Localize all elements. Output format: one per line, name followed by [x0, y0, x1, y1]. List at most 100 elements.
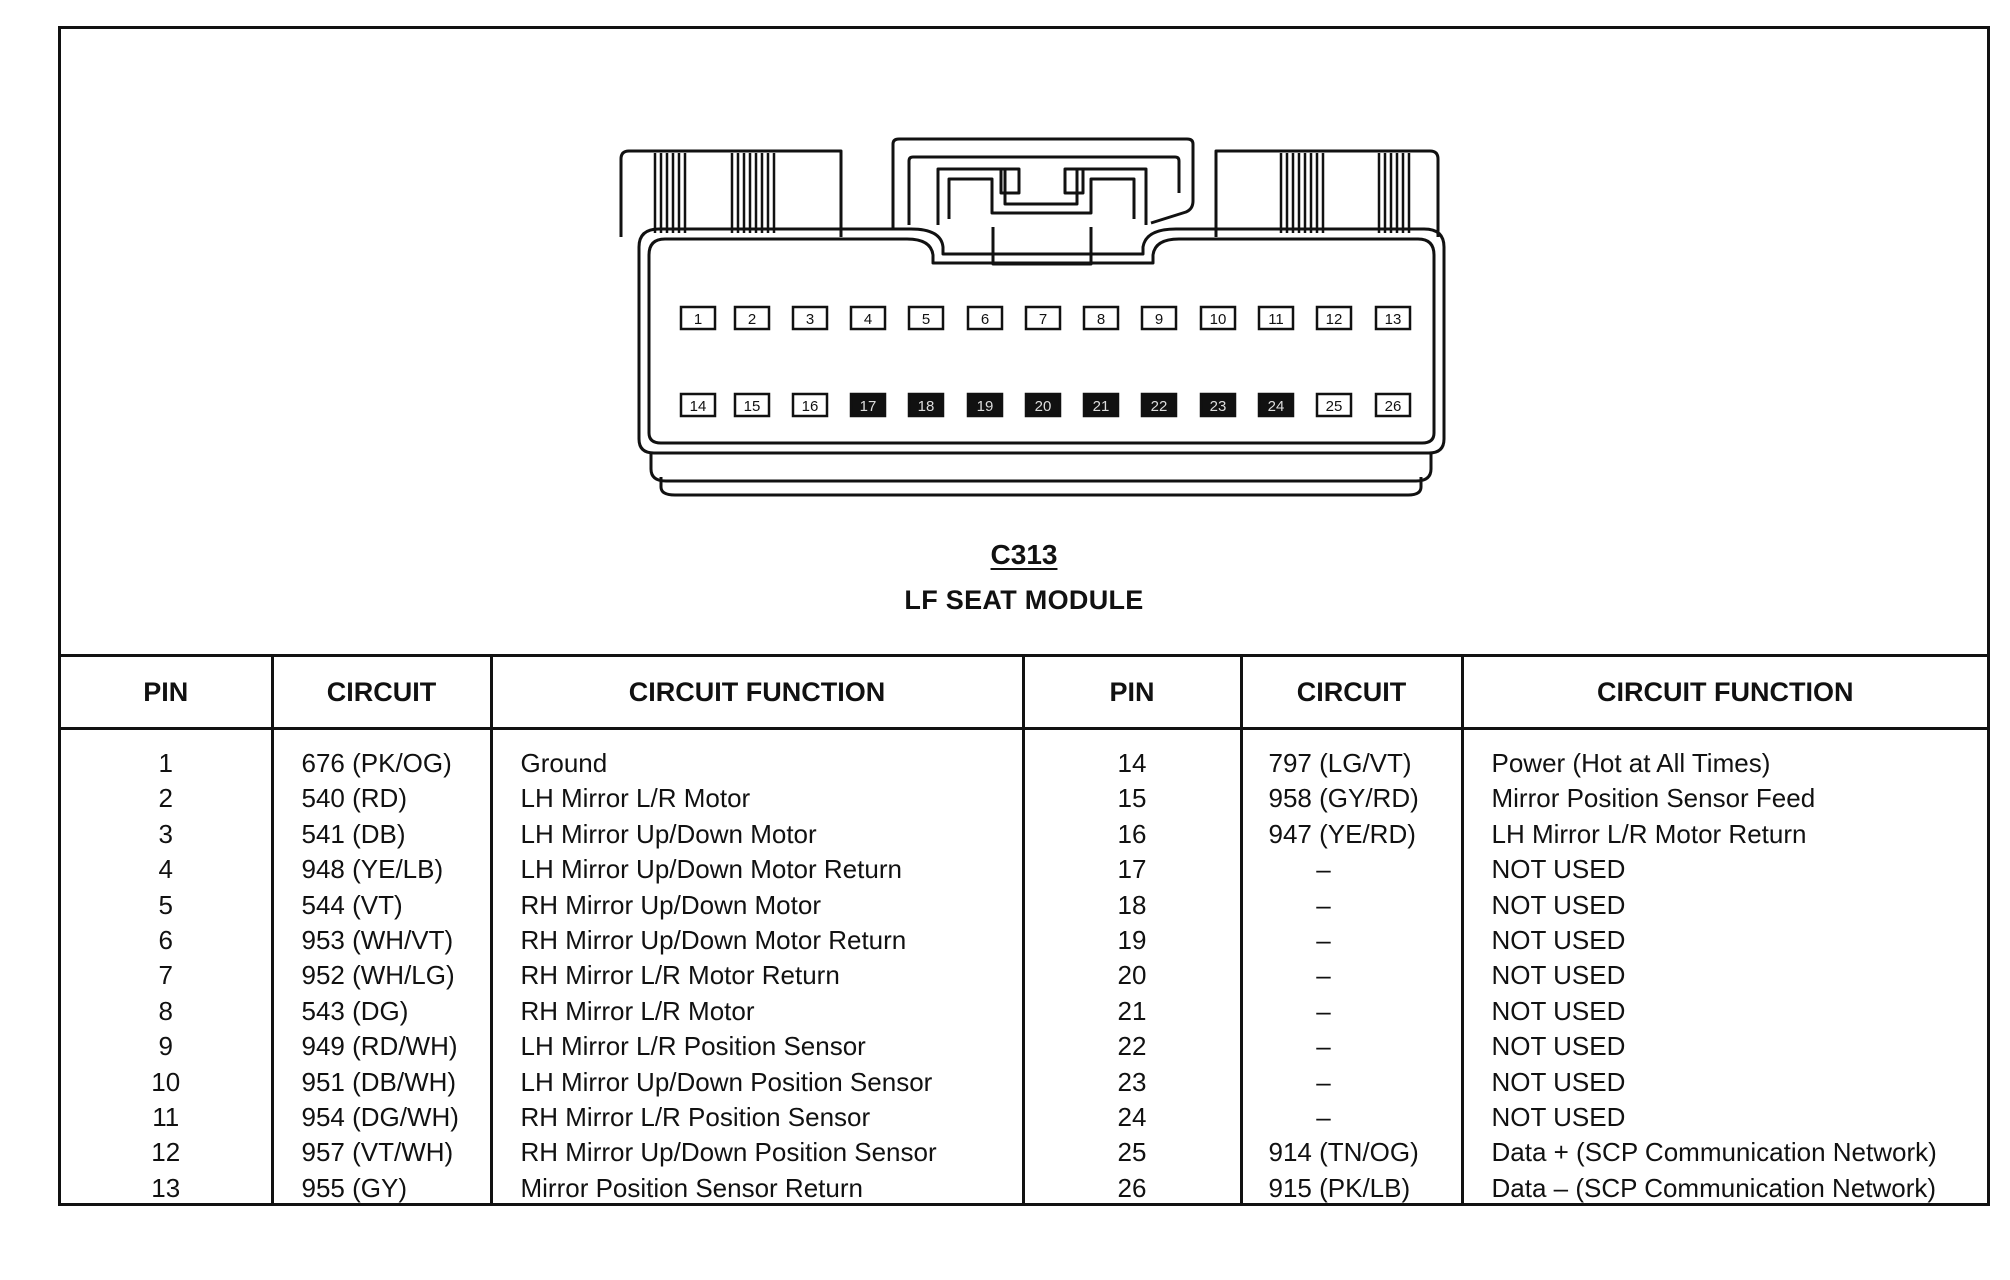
circuit-value: 797 (LG/VT)	[1268, 748, 1412, 778]
pin-value: 9	[158, 1031, 173, 1062]
table-cell-pin: 7	[61, 958, 271, 993]
table-cell-pin: 26	[1025, 1171, 1240, 1206]
pin-box	[966, 392, 1004, 418]
table-cell-circuit: 947 (YE/RD)	[1269, 817, 1461, 852]
function-value: RH Mirror Up/Down Motor	[520, 889, 822, 920]
pin-number: 11	[1268, 311, 1284, 328]
table-cell-function: LH Mirror Up/Down Motor	[521, 817, 1022, 852]
pin-value: 7	[158, 960, 173, 991]
pin-cavity: 25	[1315, 392, 1353, 418]
pin-number: 6	[981, 311, 989, 328]
pin-cavity: 18	[907, 392, 945, 418]
table-cell-pin: 15	[1025, 781, 1240, 816]
function-value: LH Mirror Up/Down Motor	[520, 818, 817, 849]
pin-cavity: 14	[679, 392, 717, 418]
pin-cavity: 11	[1257, 305, 1295, 331]
table-cell-circuit: 957 (VT/WH)	[302, 1135, 490, 1170]
pin-box	[1374, 305, 1412, 331]
pin-number: 8	[1097, 311, 1105, 328]
pin-box	[966, 305, 1004, 331]
table-cell-circuit: 797 (LG/VT)	[1269, 746, 1461, 781]
table-cell-function: Power (Hot at All Times)	[1492, 746, 1988, 781]
table-cell-circuit: 951 (DB/WH)	[302, 1065, 490, 1100]
pin-cavity: 15	[733, 392, 771, 418]
table-cell-function: RH Mirror L/R Motor Return	[521, 958, 1022, 993]
circuit-value: 541 (DB)	[301, 818, 406, 849]
table-cell-function: NOT USED	[1492, 923, 1988, 958]
table-cell-pin: 23	[1025, 1065, 1240, 1100]
pin-number: 17	[860, 398, 877, 415]
header-function-left: CIRCUIT FUNCTION	[489, 654, 1025, 730]
function-value: Data + (SCP Communication Network)	[1491, 1137, 1937, 1168]
pin-cavity: 10	[1199, 305, 1237, 331]
pin-cavity: 19	[966, 392, 1004, 418]
pin-number: 26	[1385, 398, 1402, 415]
pin-cavity: 4	[849, 305, 887, 331]
pin-value: 15	[1117, 783, 1147, 814]
pin-box	[1199, 305, 1237, 331]
pin-cavity: 22	[1140, 392, 1178, 418]
circuit-value: 955 (GY)	[301, 1172, 408, 1203]
pin-box	[1024, 392, 1062, 418]
function-column-right: Power (Hot at All Times)Mirror Position …	[1460, 728, 1988, 1207]
pin-value: 10	[151, 1066, 181, 1097]
pin-value: 4	[158, 854, 173, 885]
table-cell-function: LH Mirror L/R Position Sensor	[521, 1029, 1022, 1064]
table-cell-function: NOT USED	[1492, 1100, 1988, 1135]
circuit-value: –	[1316, 854, 1331, 885]
circuit-value: –	[1316, 1066, 1331, 1097]
table-cell-function: Ground	[521, 746, 1022, 781]
pin-number: 15	[744, 398, 761, 415]
table-cell-pin: 8	[61, 994, 271, 1029]
function-value: NOT USED	[1491, 889, 1626, 920]
table-header-row: PIN CIRCUIT CIRCUIT FUNCTION PIN CIRCUIT…	[61, 654, 1987, 730]
pin-box	[1140, 305, 1178, 331]
pin-value: 22	[1117, 1031, 1147, 1062]
circuit-value: 954 (DG/WH)	[301, 1102, 459, 1133]
pin-value: 26	[1117, 1172, 1147, 1203]
table-cell-circuit: 543 (DG)	[302, 994, 490, 1029]
function-value: RH Mirror Up/Down Motor Return	[520, 925, 907, 956]
table-cell-pin: 21	[1025, 994, 1240, 1029]
table-cell-pin: 19	[1025, 923, 1240, 958]
pin-cavity: 20	[1024, 392, 1062, 418]
function-value: RH Mirror Up/Down Position Sensor	[520, 1137, 937, 1168]
circuit-value: 949 (RD/WH)	[301, 1031, 458, 1062]
pin-number: 12	[1326, 311, 1343, 328]
table-cell-pin: 12	[61, 1135, 271, 1170]
pin-value: 1	[158, 748, 173, 778]
pin-box	[1082, 392, 1120, 418]
pin-box	[1315, 305, 1353, 331]
table-cell-pin: 9	[61, 1029, 271, 1064]
pin-cavity: 26	[1374, 392, 1412, 418]
pinout-table: PIN CIRCUIT CIRCUIT FUNCTION PIN CIRCUIT…	[61, 654, 1988, 1207]
table-cell-circuit: 914 (TN/OG)	[1269, 1135, 1461, 1170]
pin-value: 14	[1117, 748, 1147, 778]
function-value: Data – (SCP Communication Network)	[1491, 1172, 1937, 1203]
header-circuit-left: CIRCUIT	[270, 654, 493, 730]
pin-value: 16	[1117, 818, 1147, 849]
table-cell-function: RH Mirror Up/Down Motor	[521, 888, 1022, 923]
table-cell-function: NOT USED	[1492, 994, 1988, 1029]
pin-number: 2	[748, 311, 756, 328]
circuit-column-left: 676 (PK/OG)540 (RD)541 (DB)948 (YE/LB)54…	[270, 728, 493, 1207]
pin-box	[1082, 305, 1120, 331]
pin-box	[679, 392, 717, 418]
table-cell-function: LH Mirror Up/Down Position Sensor	[521, 1065, 1022, 1100]
circuit-value: –	[1316, 1102, 1331, 1133]
table-cell-function: LH Mirror Up/Down Motor Return	[521, 852, 1022, 887]
table-cell-circuit: 541 (DB)	[302, 817, 490, 852]
pin-value: 21	[1117, 995, 1147, 1026]
pin-cavity: 9	[1140, 305, 1178, 331]
pin-number: 21	[1093, 398, 1110, 415]
pin-box	[1315, 392, 1353, 418]
pin-value: 5	[158, 889, 173, 920]
function-value: LH Mirror Up/Down Position Sensor	[520, 1066, 933, 1097]
circuit-value: 676 (PK/OG)	[301, 748, 452, 778]
table-cell-circuit: 949 (RD/WH)	[302, 1029, 490, 1064]
circuit-value: 540 (RD)	[301, 783, 407, 814]
table-cell-function: RH Mirror L/R Motor	[521, 994, 1022, 1029]
